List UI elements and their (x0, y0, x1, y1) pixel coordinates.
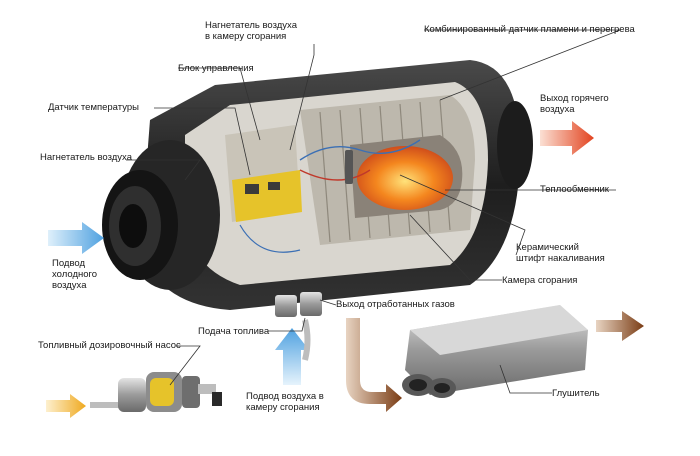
label-flame-overheat-sensor: Комбинированный датчик пламени и перегре… (424, 24, 635, 35)
cold-air-arrow (48, 222, 104, 254)
exhaust-arrow-out (596, 311, 644, 341)
fuel-arrow (46, 394, 86, 418)
label-control-unit: Блок управления (178, 63, 254, 74)
label-glow-pin: Керамический штифт накаливания (516, 242, 605, 264)
label-cold-air-inlet: Подвод холодного воздуха (52, 258, 98, 291)
label-exhaust-outlet: Выход отработанных газов (336, 299, 455, 310)
label-fuel-pump: Топливный дозировочный насос (38, 340, 181, 351)
exhaust-bent-arrow (346, 318, 402, 412)
hot-air-arrow (540, 121, 594, 155)
label-air-blower-combustion: Нагнетатель воздуха в камеру сгорания (205, 20, 297, 42)
hot-air-outlet-pipe (497, 101, 533, 189)
inlet-fan-housing (102, 140, 220, 290)
muffler (402, 305, 588, 398)
label-heat-exchanger: Теплообменник (540, 184, 609, 195)
label-hot-air-outlet: Выход горячего воздуха (540, 93, 609, 115)
label-temp-sensor: Датчик температуры (48, 102, 139, 113)
combustion-air-arrow (275, 328, 309, 385)
control-unit (225, 125, 302, 222)
glow-pin (345, 150, 353, 184)
label-muffler: Глушитель (552, 388, 600, 399)
label-air-blower: Нагнетатель воздуха (40, 152, 132, 163)
fuel-pump (90, 372, 222, 412)
leader-lines (126, 29, 621, 394)
label-combustion-air-inlet: Подвод воздуха в камеру сгорания (246, 391, 324, 413)
label-fuel-supply: Подача топлива (198, 326, 270, 337)
combustion-chamber (350, 135, 463, 218)
label-combustion-chamber: Камера сгорания (502, 275, 578, 286)
heater-body (140, 60, 533, 317)
